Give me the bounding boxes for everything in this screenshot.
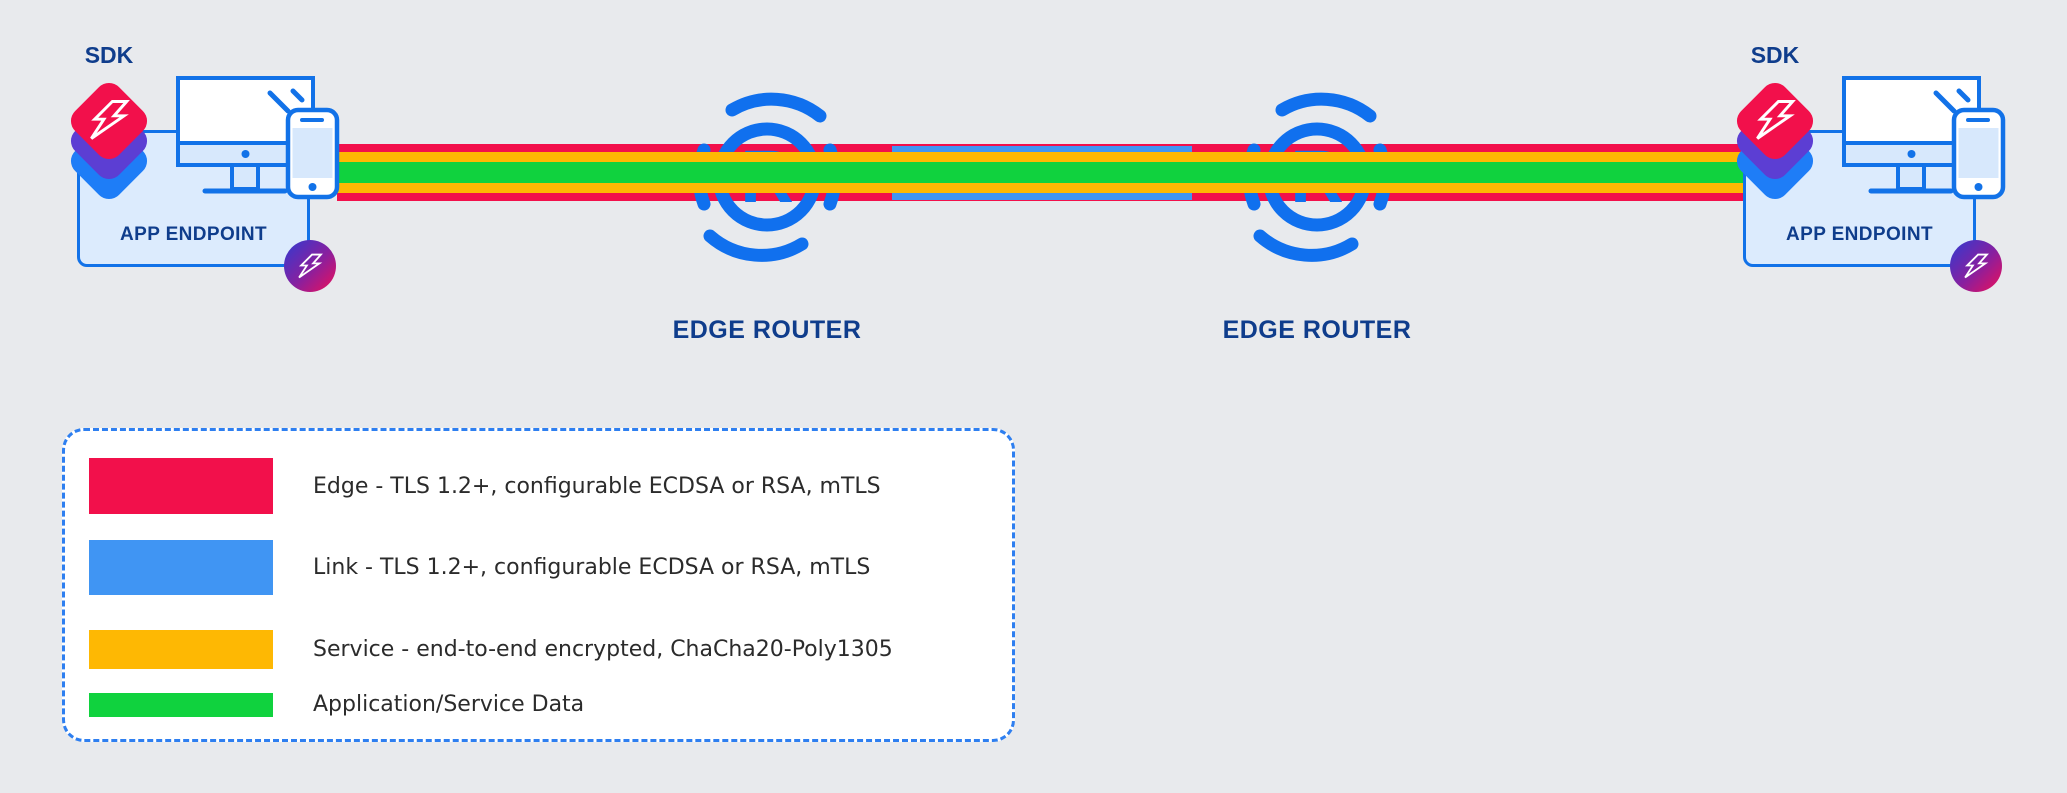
app-endpoint-label: APP ENDPOINT: [120, 224, 267, 245]
edge-router-label: EDGE ROUTER: [1222, 316, 1412, 344]
lightning-bolt-icon: [88, 92, 130, 148]
legend-item-data: Application/Service Data: [89, 692, 584, 717]
app-endpoint-left: APP ENDPOINT SDK: [40, 40, 340, 292]
link-channel-band-top: [892, 145, 1192, 154]
legend-item-edge: Edge - TLS 1.2+, configurable ECDSA or R…: [89, 458, 881, 514]
service-color-swatch: [89, 630, 273, 669]
lightning-bolt-icon: [297, 253, 323, 279]
edge-router-label: EDGE ROUTER: [672, 316, 862, 344]
link-channel-band-bottom: [892, 191, 1192, 200]
devices-icon: [170, 70, 340, 200]
app-endpoint-label: APP ENDPOINT: [1786, 224, 1933, 245]
lightning-bolt-icon: [1754, 92, 1796, 148]
legend-item-label: Edge - TLS 1.2+, configurable ECDSA or R…: [313, 473, 881, 499]
sdk-label: SDK: [1750, 42, 1800, 68]
service-channel-band-bottom: [337, 183, 1743, 193]
legend-item-service: Service - end-to-end encrypted, ChaCha20…: [89, 630, 893, 669]
app-endpoint-right: APP ENDPOINT SDK: [1706, 40, 2006, 292]
legend-item-label: Service - end-to-end encrypted, ChaCha20…: [313, 637, 893, 662]
sdk-label: SDK: [84, 42, 134, 68]
service-channel-band-top: [337, 152, 1743, 163]
data-color-swatch: [89, 692, 273, 717]
endpoint-identity-badge-icon: [1950, 240, 2002, 292]
legend-item-label: Link - TLS 1.2+, configurable ECDSA or R…: [313, 555, 871, 580]
lightning-bolt-icon: [1963, 253, 1989, 279]
devices-icon: [1836, 70, 2006, 200]
link-color-swatch: [89, 540, 273, 595]
legend-item-link: Link - TLS 1.2+, configurable ECDSA or R…: [89, 540, 870, 595]
legend: Edge - TLS 1.2+, configurable ECDSA or R…: [62, 428, 1015, 742]
edge-color-swatch: [89, 458, 273, 514]
data-channel-band: [337, 162, 1743, 184]
endpoint-identity-badge-icon: [284, 240, 336, 292]
legend-item-label: Application/Service Data: [313, 692, 585, 717]
